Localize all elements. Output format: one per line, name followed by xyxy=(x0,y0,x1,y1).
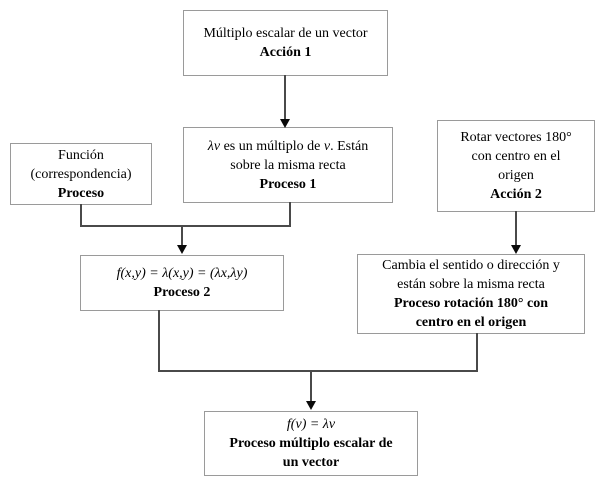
math-v: v xyxy=(323,138,331,154)
box-accion-1: Múltiplo escalar de un vector Acción 1 xyxy=(183,10,388,76)
box-proceso-2-label: Proceso 2 xyxy=(153,285,211,300)
arrowhead-accion1-to-proceso1 xyxy=(280,119,290,128)
math-lambda-v: λv xyxy=(207,138,221,154)
connector-proceso2-drop xyxy=(158,310,160,371)
plain-text: es un múltiplo de xyxy=(220,138,324,154)
connector-merge1-to-proceso2 xyxy=(181,226,183,246)
connector-funcion-drop xyxy=(80,204,82,226)
box-proceso-multiplo-escalar: f(v) = λv Proceso múltiplo escalar de un… xyxy=(204,411,418,476)
box-accion-2-text-line1: Rotar vectores 180° xyxy=(460,130,572,145)
box-proceso-1-text-line1: λv es un múltiplo de v. Están xyxy=(208,137,368,156)
box-proceso-rotacion-label-line2: centro en el origen xyxy=(415,315,527,330)
box-funcion: Función (correspondencia) Proceso xyxy=(10,143,152,205)
box-proceso-rotacion-text-line1: Cambia el sentido o dirección y xyxy=(382,258,560,273)
box-accion-2-text-line2: con centro en el xyxy=(471,149,561,164)
connector-accion1-to-proceso1 xyxy=(284,75,286,120)
arrowhead-merge2-to-final xyxy=(306,401,316,410)
connector-merge1-horizontal xyxy=(80,225,291,227)
arrowhead-merge1-to-proceso2 xyxy=(177,245,187,254)
box-funcion-text-line1: Función xyxy=(58,147,104,163)
box-final-formula: f(v) = λv xyxy=(286,417,336,432)
connector-merge2-horizontal xyxy=(158,370,478,372)
box-proceso-rotacion-text-line2: están sobre la misma recta xyxy=(397,277,545,292)
box-proceso-1-label: Proceso 1 xyxy=(259,176,317,192)
box-accion-2-text-line3: origen xyxy=(498,168,534,183)
box-accion-1-label: Acción 1 xyxy=(259,45,312,60)
connector-proceso-rotacion-drop xyxy=(476,333,478,371)
box-final-label-line1: Proceso múltiplo escalar de xyxy=(229,436,393,451)
box-proceso-1: λv es un múltiplo de v. Están sobre la m… xyxy=(183,127,393,203)
box-proceso-1-text-line2: sobre la misma recta xyxy=(230,157,346,173)
arrowhead-accion2-to-proceso-rotacion xyxy=(511,245,521,254)
box-accion-1-text: Múltiplo escalar de un vector xyxy=(203,26,368,41)
box-proceso-2: f(x,y) = λ(x,y) = (λx,λy) Proceso 2 xyxy=(80,255,284,311)
connector-merge2-to-final xyxy=(310,371,312,402)
box-accion-2: Rotar vectores 180° con centro en el ori… xyxy=(437,120,595,212)
box-funcion-text-line2: (correspondencia) xyxy=(30,166,132,182)
connector-accion2-to-proceso-rotacion xyxy=(515,211,517,246)
box-accion-2-label: Acción 2 xyxy=(490,187,542,202)
plain-text: . Están xyxy=(330,138,369,154)
box-proceso-rotacion-label-line1: Proceso rotación 180° con xyxy=(394,296,548,311)
connector-proceso1-drop xyxy=(289,202,291,226)
box-proceso-rotacion: Cambia el sentido o dirección y están so… xyxy=(357,254,585,334)
box-final-label-line2: un vector xyxy=(282,455,340,470)
box-funcion-label: Proceso xyxy=(57,185,105,201)
box-proceso-2-formula: f(x,y) = λ(x,y) = (λx,λy) xyxy=(116,266,248,281)
